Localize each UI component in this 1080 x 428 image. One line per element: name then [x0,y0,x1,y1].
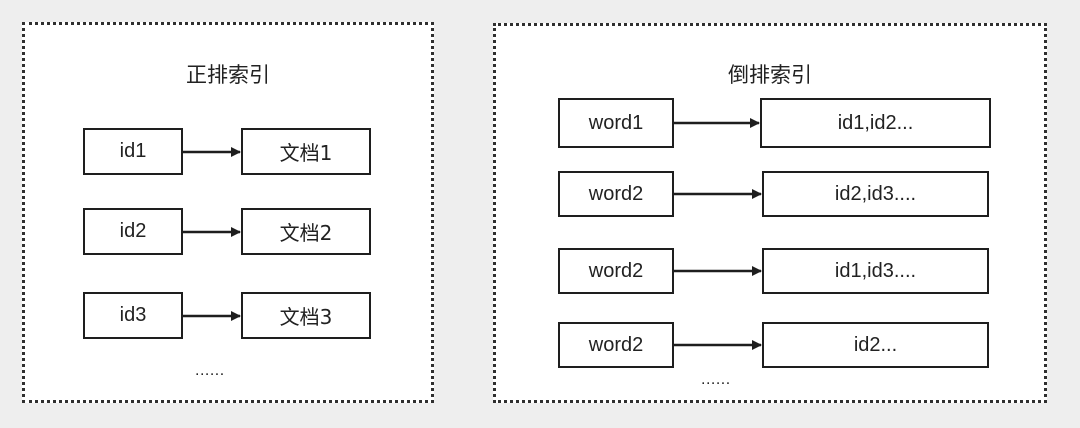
inverted-postings-box-1: id1,id2... [760,98,991,148]
forward-doc-box-1: 文档1 [241,128,371,175]
forward-id-box-2: id2 [83,208,183,255]
forward-doc-box-3: 文档3 [241,292,371,339]
forward-id-box-3: id3 [83,292,183,339]
inverted-more-ellipsis: ...... [701,371,731,388]
inverted-index-panel: 倒排索引 word1 id1,id2... word2 id2,id3.... … [493,23,1047,403]
forward-id-box-1: id1 [83,128,183,175]
inverted-postings-box-3: id1,id3.... [762,248,989,294]
forward-doc-box-2: 文档2 [241,208,371,255]
inverted-postings-box-2: id2,id3.... [762,171,989,217]
forward-index-panel: 正排索引 id1 文档1 id2 文档2 id3 文档3 ...... [22,22,434,403]
inverted-postings-box-4: id2... [762,322,989,368]
forward-index-title: 正排索引 [186,63,270,87]
inverted-word-box-3: word2 [558,248,674,294]
inverted-word-box-4: word2 [558,322,674,368]
inverted-word-box-1: word1 [558,98,674,148]
forward-more-ellipsis: ...... [195,362,225,379]
inverted-word-box-2: word2 [558,171,674,217]
inverted-index-title: 倒排索引 [728,63,812,87]
